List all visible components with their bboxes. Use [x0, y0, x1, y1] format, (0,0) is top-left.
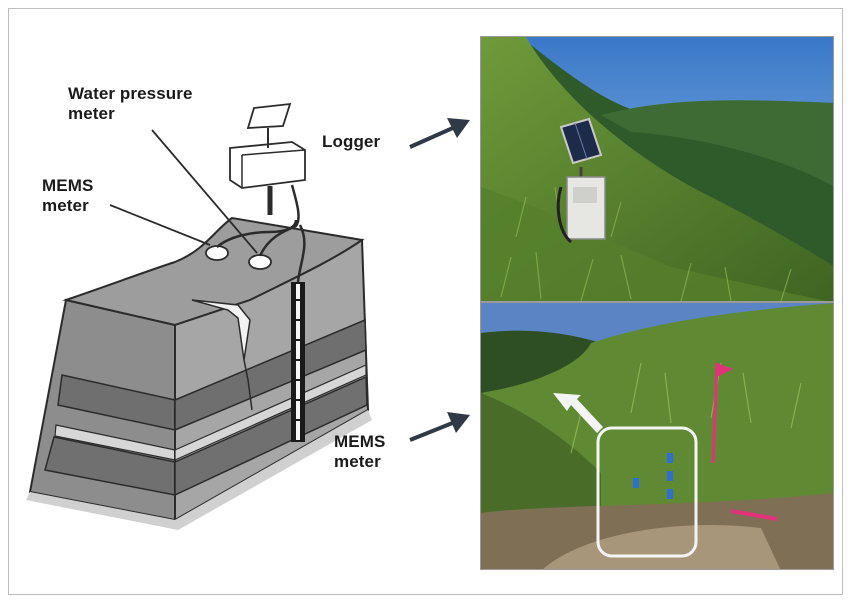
- label-logger: Logger: [322, 132, 380, 152]
- cable: [216, 219, 298, 248]
- crack-line: [243, 359, 253, 411]
- highlight-box: [596, 426, 698, 558]
- borehole-icon: [291, 282, 305, 442]
- photo-mems: [480, 302, 834, 570]
- photo-logger: [480, 36, 834, 302]
- leader-line-mems: [109, 204, 211, 246]
- soil-block: [26, 216, 372, 530]
- cable: [258, 184, 300, 257]
- photo-mems-image: [481, 303, 833, 569]
- label-line: meter: [42, 196, 89, 215]
- label-line: MEMS: [334, 432, 386, 451]
- logger-box-icon: [229, 141, 306, 215]
- label-water-pressure-meter: Water pressure meter: [68, 84, 193, 124]
- label-mems-meter-left: MEMS meter: [42, 176, 93, 216]
- sensor-disc-icon: [205, 245, 229, 261]
- arrow-right-icon: [409, 118, 470, 149]
- cable: [296, 224, 306, 283]
- white-arrow-icon: [553, 393, 603, 433]
- photo-logger-image: [481, 37, 833, 301]
- label-line: Water pressure: [68, 84, 193, 103]
- sensor-disc-icon: [248, 254, 272, 270]
- arrow-right-icon: [409, 412, 470, 442]
- label-line: meter: [68, 104, 115, 123]
- label-line: MEMS: [42, 176, 94, 195]
- solar-panel-icon: [246, 102, 292, 148]
- soil-top-surface: [62, 216, 365, 327]
- leader-line-water-pressure: [151, 129, 258, 254]
- label-line: meter: [334, 452, 381, 471]
- label-line: Logger: [322, 132, 381, 151]
- label-mems-meter-right: MEMS meter: [334, 432, 385, 472]
